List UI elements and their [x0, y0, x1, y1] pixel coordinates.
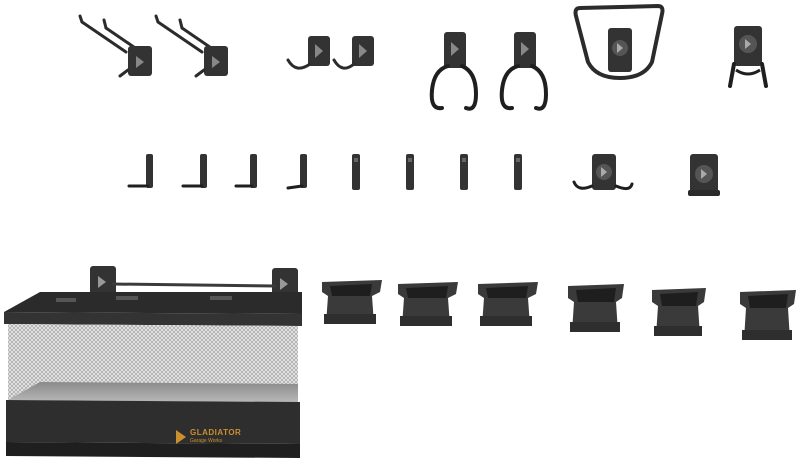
bin-4	[566, 282, 628, 336]
straight-hook-1	[126, 152, 156, 192]
s-hook	[572, 152, 634, 196]
straight-hook-2	[180, 152, 210, 192]
bin-5	[650, 286, 710, 340]
basket-brand-text: GLADIATOR	[190, 428, 242, 437]
large-loop-hook	[572, 2, 668, 82]
utility-hook-1	[426, 30, 482, 114]
basket-sub-text: Garage Works	[190, 438, 223, 444]
straight-hook-5	[346, 152, 366, 192]
straight-hook-8	[508, 152, 528, 192]
bin-2	[396, 280, 462, 330]
double-hook-2	[154, 14, 234, 84]
bin-3	[476, 280, 542, 330]
clip-hook	[684, 152, 724, 200]
utility-hook-2	[496, 30, 552, 114]
small-j-hook-2	[332, 34, 384, 76]
scoop-hook	[724, 24, 772, 90]
straight-hook-4	[284, 152, 314, 192]
wire-basket: GLADIATOR Garage Works	[0, 262, 306, 462]
bin-6	[738, 288, 800, 344]
straight-hook-3	[232, 152, 262, 192]
double-hook-1	[78, 14, 158, 84]
straight-hook-6	[400, 152, 420, 192]
small-j-hook-1	[286, 34, 338, 76]
bin-1	[320, 278, 386, 328]
straight-hook-7	[454, 152, 474, 192]
